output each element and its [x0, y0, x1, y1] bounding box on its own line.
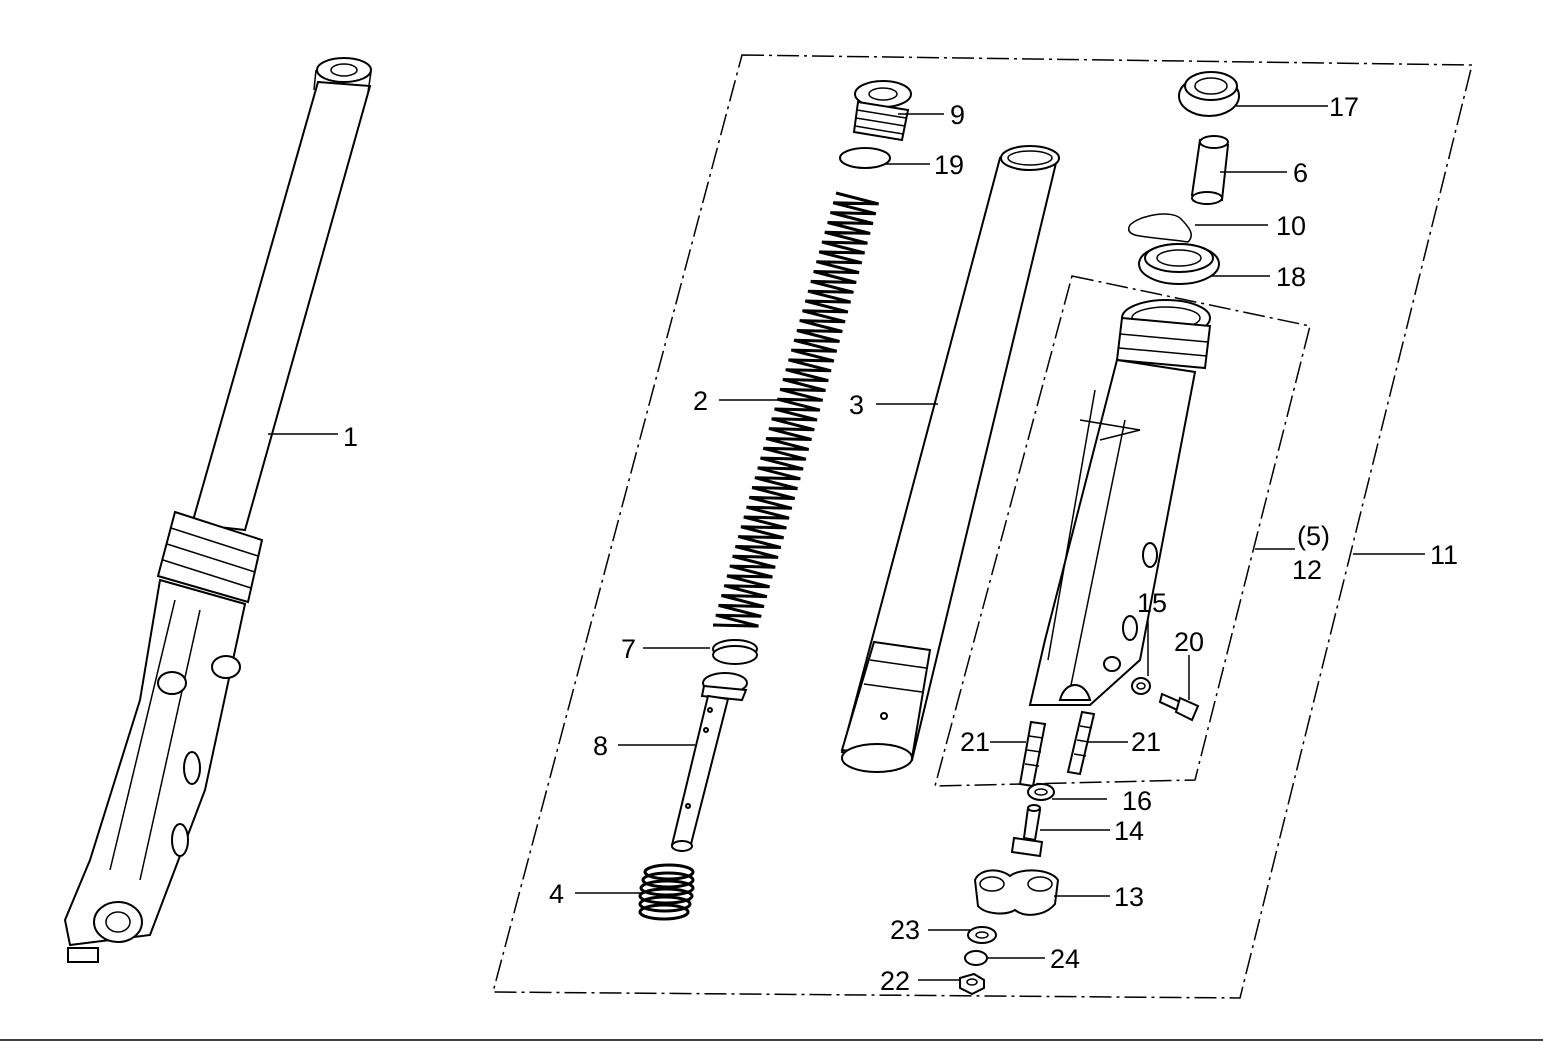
- callout-10: 10: [1276, 211, 1306, 241]
- callout-14: 14: [1114, 816, 1144, 846]
- socket-bolt-14: [1010, 804, 1044, 858]
- callout-19: 19: [934, 150, 964, 180]
- callout-8: 8: [593, 731, 608, 761]
- rebound-spring-4: [638, 863, 695, 921]
- fork-bolt-9: [852, 80, 912, 142]
- callout-21-right: 21: [1131, 727, 1161, 757]
- nut-22: [959, 972, 985, 996]
- dust-seal-17: [1178, 71, 1240, 117]
- callout-23: 23: [890, 915, 920, 945]
- callout-1: 1: [343, 422, 358, 452]
- axle-holder-13: [973, 869, 1060, 916]
- assembly-boundary-11: [492, 54, 1473, 999]
- washer-15: [1131, 677, 1151, 695]
- oil-seal-18: [1138, 243, 1220, 285]
- callout-17: 17: [1329, 92, 1359, 122]
- callout-21-left: 21: [960, 727, 990, 757]
- stud-21-left: [1018, 720, 1047, 788]
- stud-21-right: [1066, 710, 1096, 776]
- callout-9: 9: [950, 100, 965, 130]
- fork-spring-2: [712, 191, 879, 628]
- leader-lines: [268, 105, 1425, 981]
- spring-washer-24: [964, 950, 988, 966]
- fork-leg-assembly-1: [63, 57, 372, 963]
- callout-16: 16: [1122, 786, 1152, 816]
- callout-12: 12: [1292, 555, 1322, 585]
- o-ring-19: [839, 147, 891, 169]
- callout-5: (5): [1297, 521, 1330, 551]
- callout-2: 2: [693, 386, 708, 416]
- callout-18: 18: [1276, 262, 1306, 292]
- washer-16: [1027, 783, 1055, 801]
- callout-labels: 1 2 3 4 (5) 6 7 8 9 10 11 12 13 14 15 16…: [343, 92, 1458, 996]
- callout-7: 7: [621, 634, 636, 664]
- washer-23: [967, 926, 997, 944]
- callout-3: 3: [849, 390, 864, 420]
- bottom-case-12: [1028, 299, 1212, 706]
- callout-4: 4: [549, 879, 564, 909]
- callout-22: 22: [880, 966, 910, 996]
- piston-ring-7: [712, 639, 758, 665]
- subassembly-boundary-12: [934, 275, 1311, 787]
- callout-13: 13: [1114, 882, 1144, 912]
- callout-6: 6: [1293, 158, 1308, 188]
- callout-15: 15: [1137, 588, 1167, 618]
- stopper-ring-10: [1128, 213, 1192, 243]
- callout-24: 24: [1050, 944, 1080, 974]
- fork-piston-8: [670, 672, 748, 852]
- fork-pipe-3: [840, 145, 1060, 773]
- slider-bushing-6: [1190, 135, 1230, 205]
- callout-20: 20: [1174, 627, 1204, 657]
- callout-11: 11: [1430, 540, 1458, 570]
- bolt-20: [1158, 692, 1200, 722]
